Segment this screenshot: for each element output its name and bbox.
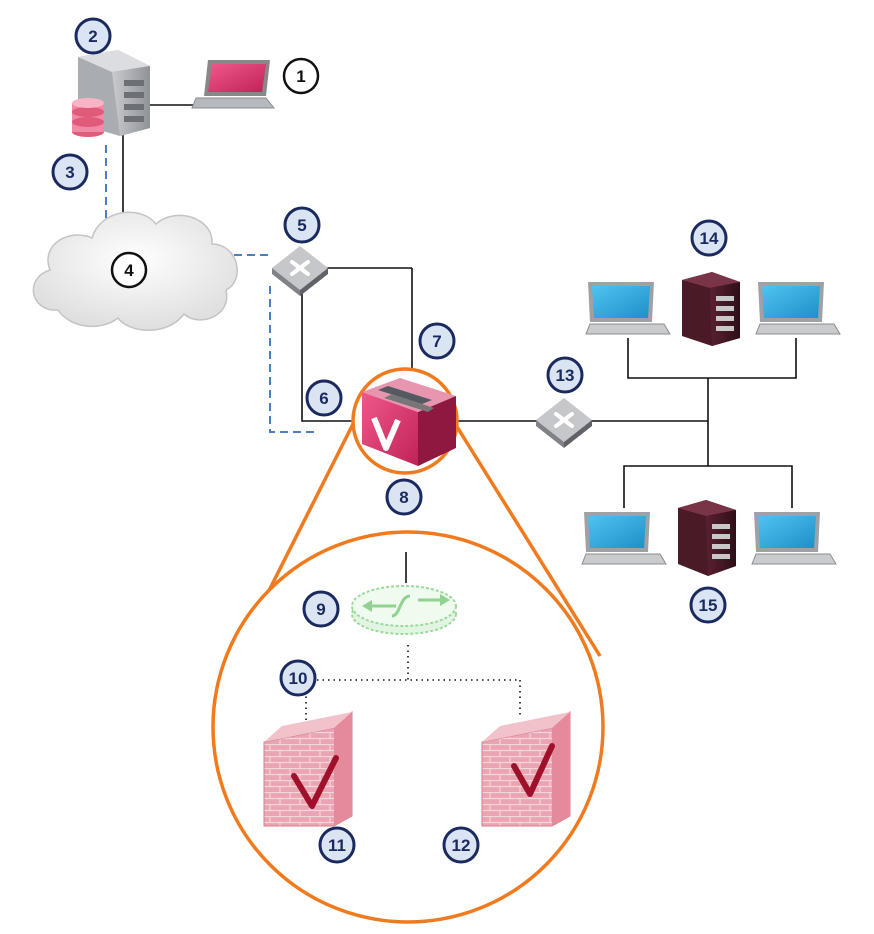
badge-label: 14 bbox=[700, 229, 719, 248]
badge-label: 9 bbox=[316, 600, 325, 619]
badge-10: 10 bbox=[279, 659, 317, 697]
badge-label: 15 bbox=[699, 596, 718, 615]
badge-label: 1 bbox=[296, 67, 305, 86]
dashed-router-appliance bbox=[269, 286, 318, 433]
virtual-switch-icon bbox=[351, 585, 457, 635]
lan-bottom-bus bbox=[623, 465, 793, 508]
server-tower-dark-icon bbox=[678, 500, 736, 576]
badge-1: 1 bbox=[282, 57, 320, 95]
badge-9: 9 bbox=[302, 590, 340, 628]
badge-label: 10 bbox=[289, 669, 308, 688]
badge-label: 7 bbox=[432, 332, 441, 351]
badge-15: 15 bbox=[689, 586, 727, 624]
lan-top-bus bbox=[627, 338, 797, 379]
inner-dotted bbox=[305, 645, 521, 728]
router-icon bbox=[272, 246, 328, 296]
dashed-links bbox=[105, 145, 318, 433]
badge-14: 14 bbox=[690, 219, 728, 257]
firewall-check-icon bbox=[263, 710, 353, 827]
badge-label: 4 bbox=[124, 261, 134, 280]
desktop-monitor-icon bbox=[581, 512, 667, 565]
badge-label: 5 bbox=[297, 216, 306, 235]
badge-5: 5 bbox=[283, 206, 321, 244]
badge-11: 11 bbox=[318, 826, 356, 864]
badge-8: 8 bbox=[385, 478, 423, 516]
desktop-monitor-icon bbox=[585, 282, 671, 335]
badge-12: 12 bbox=[442, 826, 480, 864]
link-router-appliance-6 bbox=[301, 292, 360, 422]
badge-3: 3 bbox=[51, 153, 89, 191]
firewall-check-icon bbox=[481, 710, 571, 827]
appliance-v-icon bbox=[362, 378, 456, 466]
badge-7: 7 bbox=[418, 322, 456, 360]
badge-2: 2 bbox=[74, 17, 112, 55]
badge-label: 13 bbox=[556, 366, 575, 385]
switch-icon bbox=[536, 398, 592, 448]
badge-label: 12 bbox=[452, 836, 471, 855]
magnifier-right-ray bbox=[452, 421, 602, 657]
desktop-monitor-icon bbox=[751, 512, 837, 565]
badge-label: 2 bbox=[88, 27, 97, 46]
badge-label: 3 bbox=[65, 163, 74, 182]
badge-label: 8 bbox=[399, 488, 408, 507]
desktop-monitor-icon bbox=[755, 282, 841, 335]
badge-4: 4 bbox=[110, 251, 148, 289]
server-tower-dark-icon bbox=[682, 272, 740, 346]
badge-label: 6 bbox=[319, 389, 328, 408]
laptop-icon bbox=[191, 60, 276, 109]
badge-13: 13 bbox=[546, 356, 584, 394]
badge-label: 11 bbox=[328, 836, 346, 855]
database-icon bbox=[72, 98, 104, 137]
badge-6: 6 bbox=[305, 379, 343, 417]
